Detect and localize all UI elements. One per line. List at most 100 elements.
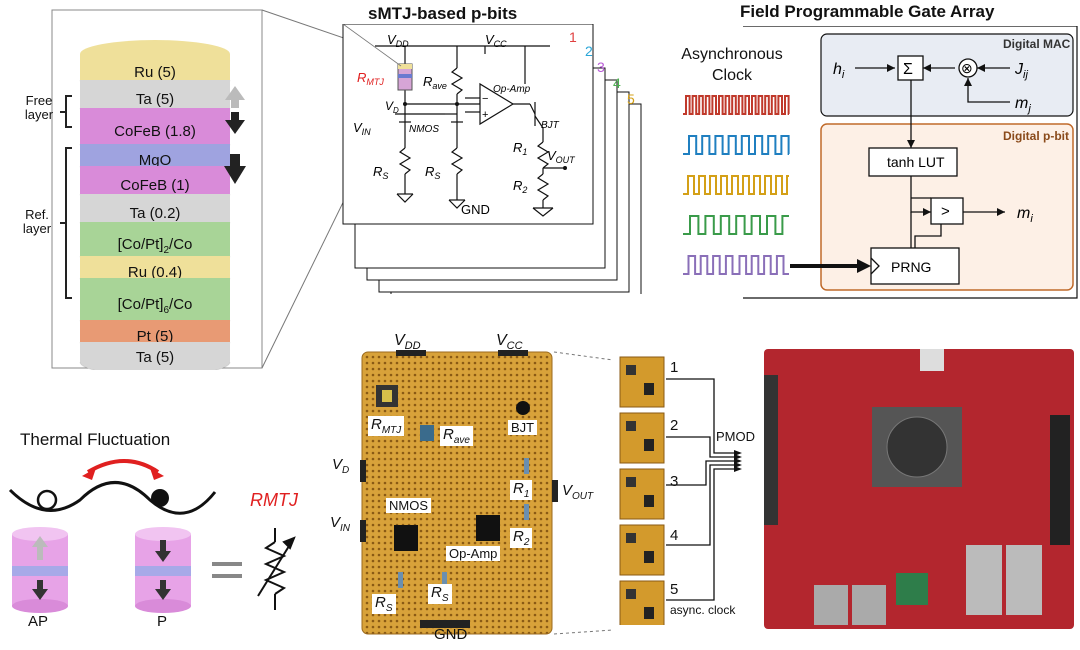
board-vcc: VCC <box>496 332 523 353</box>
opamp-chip <box>476 515 500 541</box>
node-vout <box>563 166 567 170</box>
mj-label: mj <box>1015 95 1031 115</box>
stack-layer <box>80 278 230 320</box>
bjt-component <box>516 401 530 415</box>
strip-chip <box>626 477 636 487</box>
p-label: P <box>157 613 168 630</box>
clock-waveform <box>683 95 790 115</box>
strip-chip <box>626 421 636 431</box>
fpga-board-svg <box>764 349 1074 629</box>
fpga-wires <box>855 67 1010 264</box>
arrow-head-right <box>150 468 164 480</box>
opamp-plus: + <box>482 109 488 121</box>
strip-board <box>619 356 665 408</box>
node-vd <box>403 102 407 106</box>
thermal-title: Thermal Fluctuation <box>20 430 171 449</box>
node-rave <box>455 102 459 106</box>
sum-symbol: Σ <box>903 61 913 78</box>
ethernet-port-2 <box>852 585 886 625</box>
stack-layer-label: [Co/Pt]2/Co <box>118 236 193 256</box>
vout-header <box>552 480 558 502</box>
free-magnetization-icon <box>225 86 245 134</box>
fpga-frame <box>743 26 1078 299</box>
compare-label: > <box>941 203 950 220</box>
circuit-gnd: GND <box>461 202 490 217</box>
strip-chip <box>644 551 654 563</box>
circuit-opamp: Op-Amp <box>493 84 531 95</box>
free-layer-label: Free layer <box>24 93 54 122</box>
rave-pot <box>420 425 434 441</box>
rmtj-text: RMTJ <box>250 490 298 510</box>
fpga-arrowheads <box>887 64 1005 216</box>
strip-board <box>619 580 665 632</box>
board-rs-2: RS <box>428 584 452 604</box>
circuit-wires <box>375 45 565 217</box>
perfboard-photo: VDD VCC RMTJ Rave BJT VD R1 VOUT VIN NMO… <box>330 330 614 645</box>
stack-layer <box>80 222 230 256</box>
cooling-fan <box>886 416 948 478</box>
board-r2: R2 <box>510 528 533 548</box>
rmtj-label: RMTJ <box>250 490 298 511</box>
clock-arrow-head <box>857 259 871 273</box>
stack-layer-label: [Co/Pt]6/Co <box>118 296 193 316</box>
fpga-board-photo <box>760 345 1078 635</box>
strip-board <box>619 468 665 520</box>
stack-layer <box>80 342 230 362</box>
mi-label: mi <box>1017 205 1033 225</box>
stack-layer <box>80 320 230 342</box>
strip-chip <box>644 383 654 395</box>
stack-layer <box>80 166 230 194</box>
perfboard-svg <box>360 350 614 635</box>
stack-layer-label: Ta (5) <box>136 91 174 108</box>
strip-num-4: 4 <box>670 527 679 544</box>
vin-header <box>360 520 366 542</box>
thermal-panel: Thermal Fluctuation <box>0 420 330 645</box>
circuit-nmos: NMOS <box>409 124 439 135</box>
tanh-label: tanh LUT <box>887 154 945 170</box>
board-vdd: VDD <box>394 332 421 353</box>
equals-top <box>212 562 242 566</box>
strip-chip <box>644 607 654 619</box>
layer-number: 5 <box>627 91 635 107</box>
equals-bottom <box>212 574 242 578</box>
arrow-head-left <box>82 468 96 480</box>
board-r1: R1 <box>510 480 533 500</box>
board-nmos: NMOS <box>386 498 431 513</box>
mac-box <box>820 33 1074 117</box>
clock-waveform <box>683 135 790 155</box>
thermal-svg <box>8 459 296 613</box>
fluctuation-arrow <box>86 459 160 474</box>
fpga-title: Field Programmable Gate Array <box>740 2 995 21</box>
mac-title: Digital MAC <box>1003 37 1071 51</box>
ref-magnetization-icon <box>224 154 246 184</box>
async-clock-title: Asynchronous Clock <box>681 46 783 84</box>
strip-num-2: 2 <box>670 417 679 434</box>
stack-layer-label: Ta (5) <box>136 349 174 366</box>
strip-board <box>619 412 665 464</box>
ap-state-ball <box>36 489 58 511</box>
expansion-connector <box>1050 415 1070 545</box>
zoom-line-strip-bottom <box>553 629 614 635</box>
p-state-ball <box>151 489 169 507</box>
strip-num-5: 5 <box>670 581 679 598</box>
stack-layer-label: Ta (0.2) <box>130 205 181 222</box>
board-bjt: BJT <box>508 420 538 435</box>
strip-board <box>619 524 665 576</box>
compare-box <box>930 197 964 225</box>
stack-layer <box>80 80 230 108</box>
stack-layer-label: Ru (5) <box>134 64 176 81</box>
board-opamp: Op-Amp <box>446 546 501 561</box>
pmod-connectors <box>764 375 778 525</box>
vdd-header <box>396 350 426 356</box>
layer-number: 1 <box>569 29 577 45</box>
stack-layer-label: MgO <box>139 152 172 169</box>
strip-num-1: 1 <box>670 359 679 376</box>
zoom-target <box>342 24 402 67</box>
strip-chip <box>644 439 654 451</box>
strip-arrowheads <box>734 450 742 472</box>
rs-resistor-2 <box>442 572 447 588</box>
board-vd: VD <box>332 456 350 476</box>
free-layer-bracket <box>60 95 72 128</box>
